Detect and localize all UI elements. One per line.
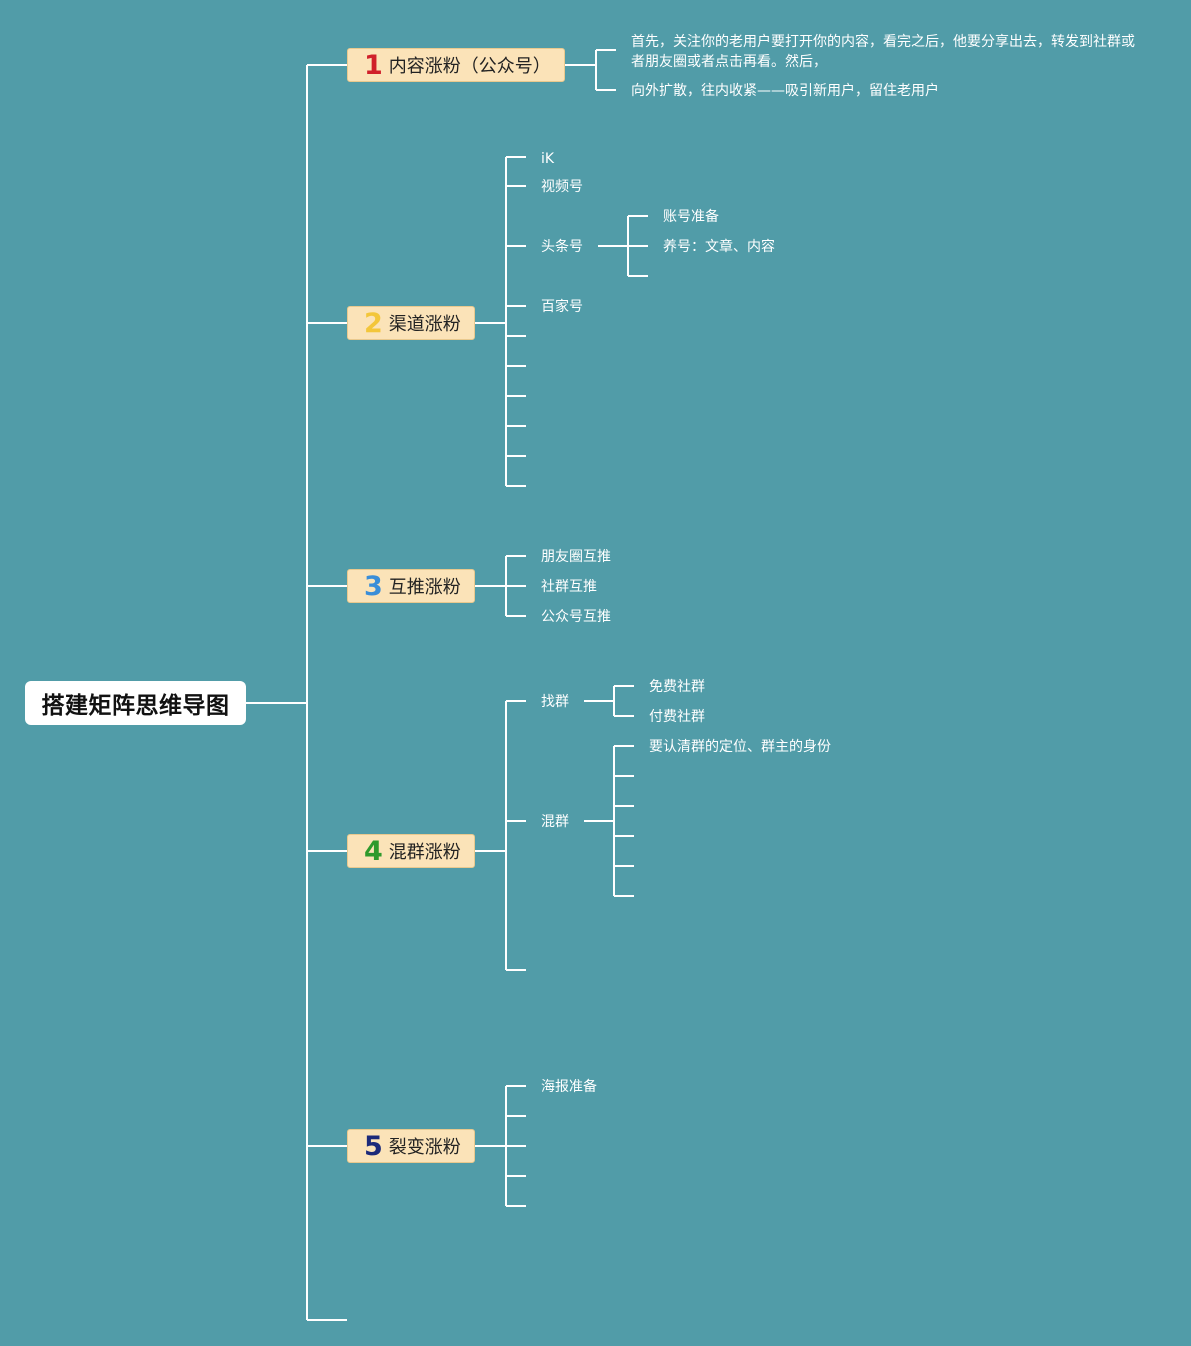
promo-item[interactable]: 公众号互推 [541,609,611,625]
branch-group-growth[interactable]: 4 混群涨粉 [347,834,475,868]
branch-content-growth[interactable]: 1 内容涨粉（公众号） [347,48,565,82]
branch-label: 渠道涨粉 [388,314,461,335]
branch-1-topic-1[interactable]: 首先，关注你的老用户要打开你的内容，看完之后，他要分享出去，转发到社群或者朋友圈… [631,34,1135,70]
channel-subitem[interactable]: 养号：文章、内容 [663,239,775,255]
branch-number-3: 3 [364,570,383,602]
channel-item[interactable]: 百家号 [541,299,583,315]
fission-item[interactable]: 海报准备 [541,1079,597,1095]
group-subitem[interactable]: 免费社群 [649,679,705,695]
group-subitem[interactable]: 付费社群 [649,709,705,725]
channel-item[interactable]: iK [541,151,555,167]
branch-number-5: 5 [364,1130,383,1162]
root-node[interactable]: 搭建矩阵思维导图 [25,681,246,725]
branch-number-2: 2 [364,307,383,339]
root-title: 搭建矩阵思维导图 [41,693,230,719]
branch-channel-growth[interactable]: 2 渠道涨粉 [347,306,475,340]
branch-fission-growth[interactable]: 5 裂变涨粉 [347,1129,475,1163]
channel-subitem[interactable]: 账号准备 [663,209,719,225]
branch-1-topic-2[interactable]: 向外扩散，往内收紧——吸引新用户，留住老用户 [631,83,939,99]
branch-label: 互推涨粉 [388,577,461,598]
branch-number-1: 1 [364,49,383,81]
group-item[interactable]: 找群 [541,694,569,710]
branch-label: 裂变涨粉 [388,1137,461,1158]
branch-label: 内容涨粉（公众号） [388,56,551,77]
branch-number-4: 4 [364,835,383,867]
channel-item[interactable]: 视频号 [541,179,583,195]
group-subitem[interactable]: 要认清群的定位、群主的身份 [649,739,831,755]
promo-item[interactable]: 社群互推 [541,579,597,595]
branch-label: 混群涨粉 [388,842,461,863]
channel-item[interactable]: 头条号 [541,239,583,255]
branch-mutual-promo[interactable]: 3 互推涨粉 [347,569,475,603]
group-item[interactable]: 混群 [541,814,569,830]
promo-item[interactable]: 朋友圈互推 [541,549,611,565]
